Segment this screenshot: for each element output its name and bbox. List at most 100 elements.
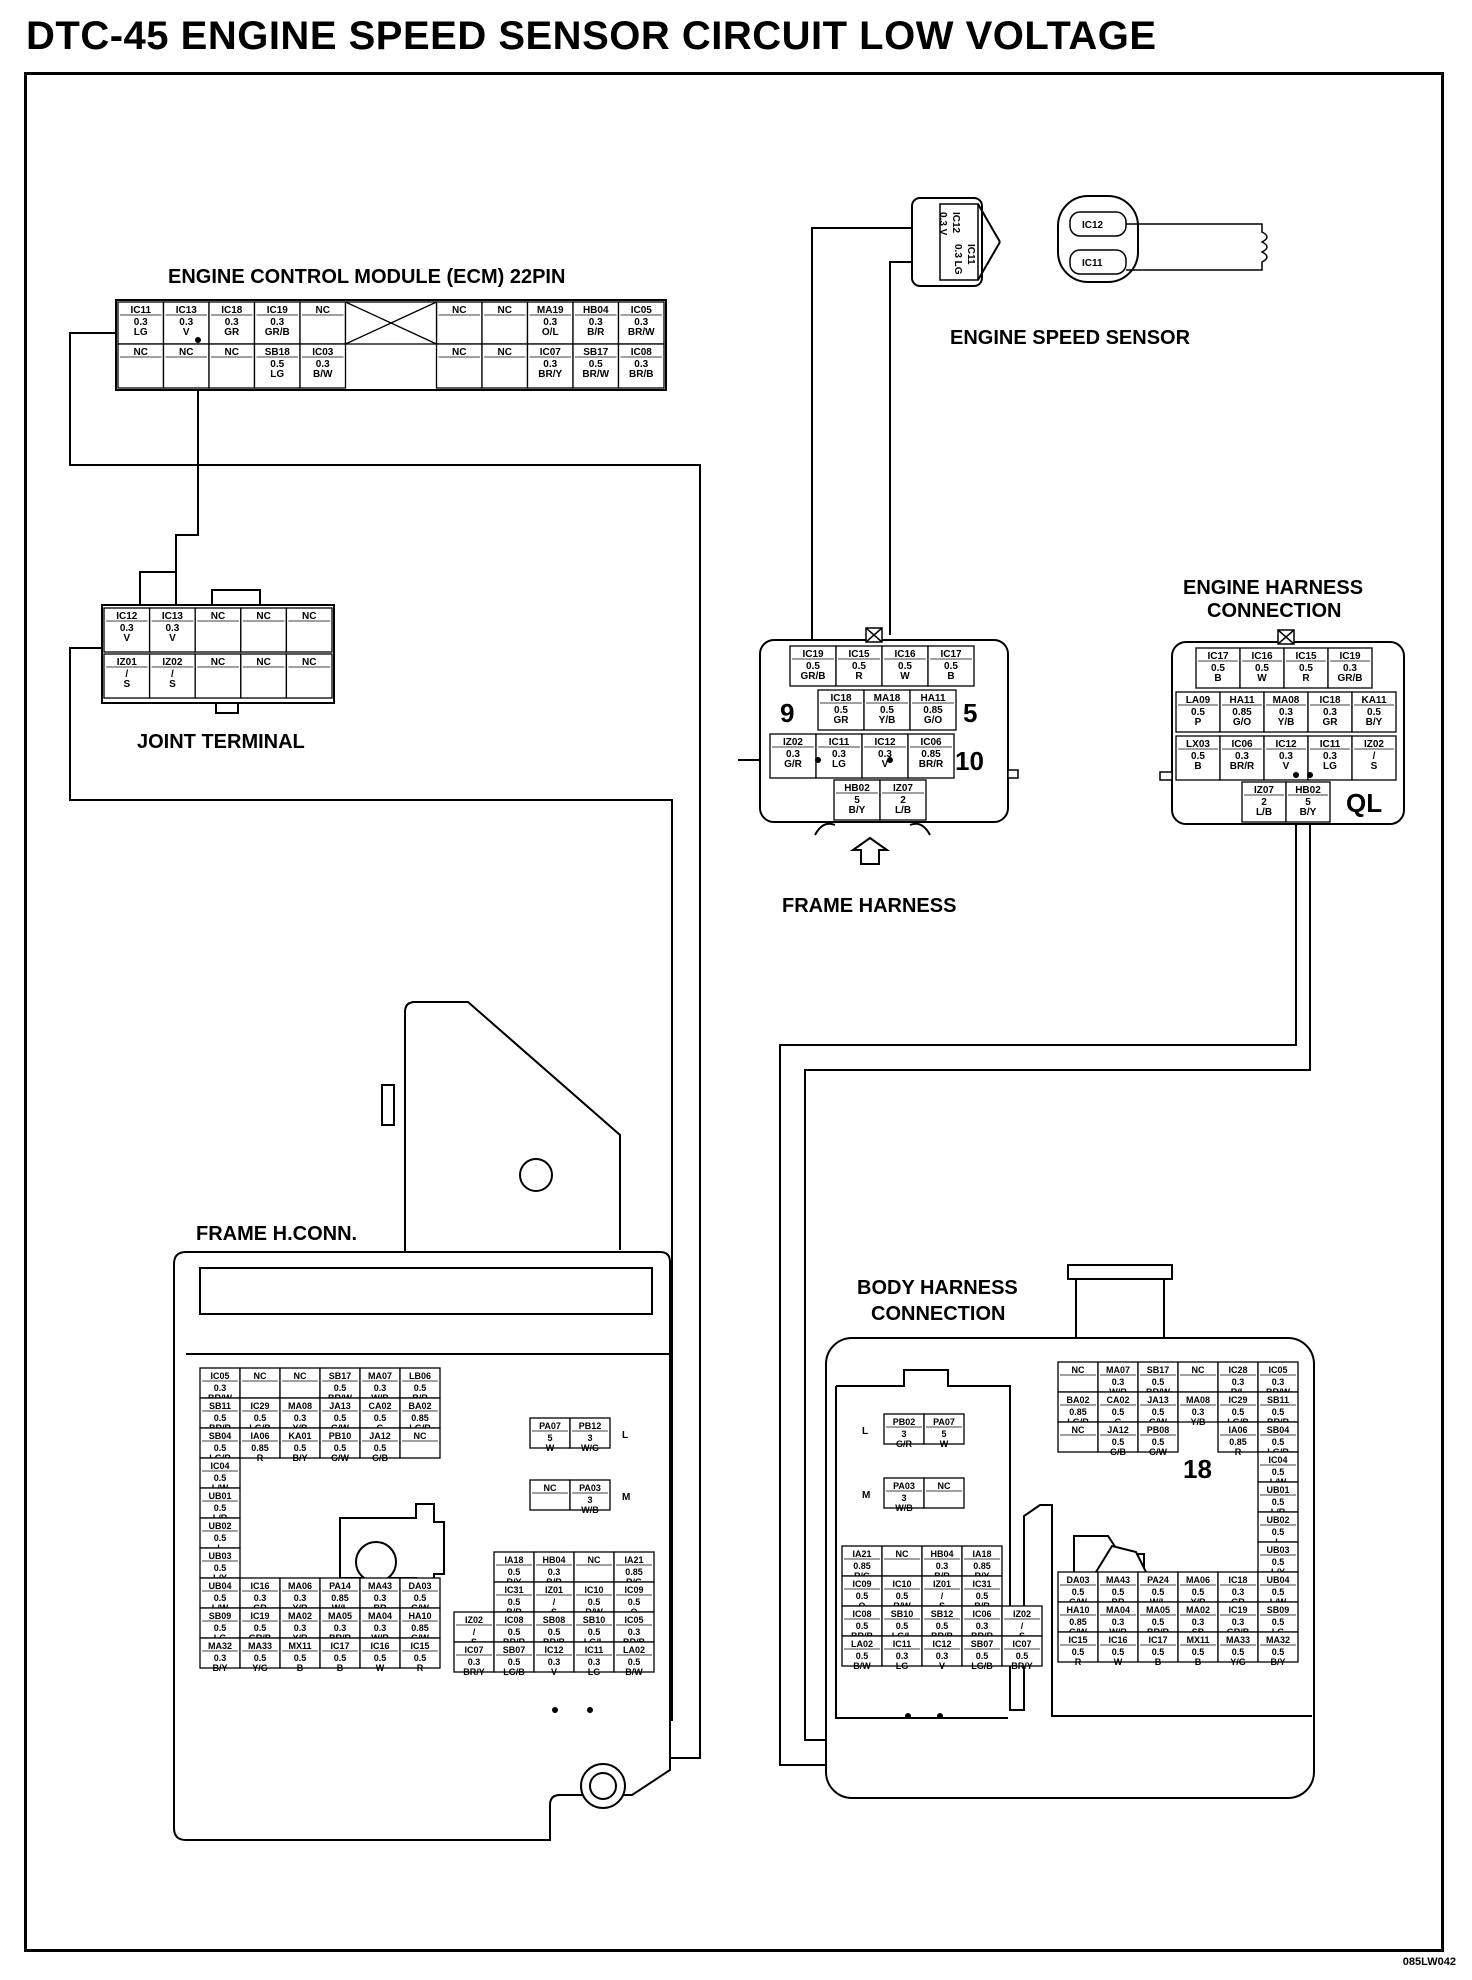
fh-r3-3-spec: 0.85 xyxy=(921,749,941,760)
fh-r2-1-pin: MA18 xyxy=(874,693,901,704)
bhc-l-1-spec: 5 xyxy=(941,1429,946,1439)
eh-r3-1-spec: 0.3 xyxy=(1235,751,1249,762)
bhc-lb1-1-spec: 0.5 xyxy=(896,1591,909,1601)
bhc-lb1-2-spec: / xyxy=(941,1591,944,1601)
fhc-bot1-4-pin: MA04 xyxy=(368,1611,392,1621)
bhc-lb3-3-spec: LG/B xyxy=(971,1661,993,1671)
eh-r2-0-pin: LA09 xyxy=(1186,695,1211,706)
joint-r2-0-pin: IZ01 xyxy=(117,657,137,668)
eh-r4-0-pin: IZ07 xyxy=(1254,785,1274,796)
bhc-lb3-0-spec: B/W xyxy=(853,1661,871,1671)
fhc-bot1-1-spec: 0.5 xyxy=(254,1623,267,1633)
fhc-rb3-4-spec: 0.5 xyxy=(628,1657,641,1667)
bhc-right3-pin: UB03 xyxy=(1266,1545,1289,1555)
page-title: DTC-45 ENGINE SPEED SENSOR CIRCUIT LOW V… xyxy=(26,14,1157,58)
fhc-left0-pin: IC04 xyxy=(210,1461,229,1471)
fh-r1-3-spec: B xyxy=(947,671,954,682)
fh-r1-1-pin: IC15 xyxy=(848,649,870,660)
bhc-bot0-1-spec: 0.5 xyxy=(1112,1587,1125,1597)
fhc-bot2-0-spec: 0.3 xyxy=(214,1653,227,1663)
joint-r2-1-spec: S xyxy=(169,679,176,690)
ecm-r1-8-pin: NC xyxy=(498,305,512,316)
bhc-bot1-5-spec: 0.5 xyxy=(1272,1617,1285,1627)
bhc-bot0-0-spec: 0.5 xyxy=(1072,1587,1085,1597)
fh-r3-0-pin: IZ02 xyxy=(783,737,803,748)
bhc-bot1-4-pin: IC19 xyxy=(1228,1605,1247,1615)
ecm-r1-9-spec: 0.3 xyxy=(543,317,557,328)
bhc-bot1-4-spec: 0.3 xyxy=(1232,1617,1245,1627)
fhc-top2-4-spec: G/B xyxy=(372,1453,389,1463)
fhc-bot0-3-spec: 0.85 xyxy=(331,1593,349,1603)
eh-r2-1-spec: 0.85 xyxy=(1232,707,1252,718)
bhc-top1-2-spec: 0.5 xyxy=(1152,1407,1165,1417)
bhc-lb2-3-spec: 0.3 xyxy=(976,1621,989,1631)
eh-r1-1-pin: IC16 xyxy=(1251,651,1273,662)
fhc-rb1-0-pin: IC31 xyxy=(504,1585,523,1595)
bhc-top1-5-spec: 0.5 xyxy=(1272,1407,1285,1417)
eh-r4-1-spec: B/Y xyxy=(1300,807,1317,818)
fhc-rb0-2: NC xyxy=(573,1551,615,1583)
eh-r2-3-spec: 0.3 xyxy=(1323,707,1337,718)
bhc-l-0-pin: PB02 xyxy=(893,1417,916,1427)
fhc-bot0-4-pin: MA43 xyxy=(368,1581,392,1591)
frame-hconn-grid: IC050.3BR/WNCNCSB170.5BR/WMA070.3W/BLB06… xyxy=(199,1367,655,1713)
fhc-bot1-4-spec: 0.3 xyxy=(374,1623,387,1633)
bhc-bot1-1-spec: 0.3 xyxy=(1112,1617,1125,1627)
joint-r2-0: IZ01/S xyxy=(103,653,151,699)
fh-r1-3-pin: IC17 xyxy=(940,649,962,660)
fhc-rb3-0-pin: IC07 xyxy=(464,1645,483,1655)
ecm-r1-3-spec: 0.3 xyxy=(270,317,284,328)
fhc-rb3-4-spec: B/W xyxy=(625,1667,643,1677)
bhc-lb0-0-pin: IA21 xyxy=(852,1549,871,1559)
fhc-bot1-5-spec: 0.85 xyxy=(411,1623,429,1633)
bhc-bot2-2-spec: 0.5 xyxy=(1152,1647,1165,1657)
fh-r4-0-pin: HB02 xyxy=(844,783,870,794)
fhc-bot2-0-pin: MA32 xyxy=(208,1641,232,1651)
ecm-r1-11-pin: IC05 xyxy=(631,305,653,316)
ecm-r2-9-spec: BR/Y xyxy=(538,369,562,380)
fhc-left3-pin: UB03 xyxy=(208,1551,231,1561)
joint-r1-2: NC xyxy=(194,607,242,653)
fhc-top1-2-spec: 0.3 xyxy=(294,1413,307,1423)
fhc-top2-1-pin: IA06 xyxy=(250,1431,269,1441)
eh-r1-0-pin: IC17 xyxy=(1207,651,1229,662)
bhc-top2-4-pin: IA06 xyxy=(1228,1425,1247,1435)
sensor-spec-ic11: 0.3 LG xyxy=(952,244,963,275)
fhc-rb2-0-spec: / xyxy=(473,1627,476,1637)
fhc-rb1-2-pin: IC10 xyxy=(584,1585,603,1595)
joint-terminal-label: JOINT TERMINAL xyxy=(137,731,305,753)
bhc-bot1-3-pin: MA02 xyxy=(1186,1605,1210,1615)
bhc-top2-1-pin: JA12 xyxy=(1107,1425,1129,1435)
fhc-top0-0-spec: 0.3 xyxy=(214,1383,227,1393)
fhc-bot1-3-pin: MA05 xyxy=(328,1611,352,1621)
bhc-bot1-3-spec: 0.3 xyxy=(1192,1617,1205,1627)
fhc-left2-spec: 0.5 xyxy=(214,1533,227,1543)
fhc-l-0-spec: W xyxy=(546,1443,555,1453)
bhc-bot0-0-pin: DA03 xyxy=(1066,1575,1089,1585)
bhc-top2-5-spec: 0.5 xyxy=(1272,1437,1285,1447)
fhc-rb3-2-spec: V xyxy=(551,1667,557,1677)
engine-harness-label-2: CONNECTION xyxy=(1207,600,1341,622)
fhc-top2-3-spec: G/W xyxy=(331,1453,350,1463)
bhc-l-mark: L xyxy=(862,1426,868,1437)
joint-r2-4-pin: NC xyxy=(302,657,316,668)
fhc-bot0-0-spec: 0.5 xyxy=(214,1593,227,1603)
engine-harness-connector: IC170.5BIC160.5WIC150.5RIC190.3GR/BLA090… xyxy=(1159,629,1405,825)
ecm-r2-4-pin: IC03 xyxy=(312,347,334,358)
bhc-lb0-0-spec: 0.85 xyxy=(853,1561,871,1571)
eh-r1-3-spec: GR/B xyxy=(1338,673,1363,684)
eh-r2-4-spec: 0.5 xyxy=(1367,707,1381,718)
